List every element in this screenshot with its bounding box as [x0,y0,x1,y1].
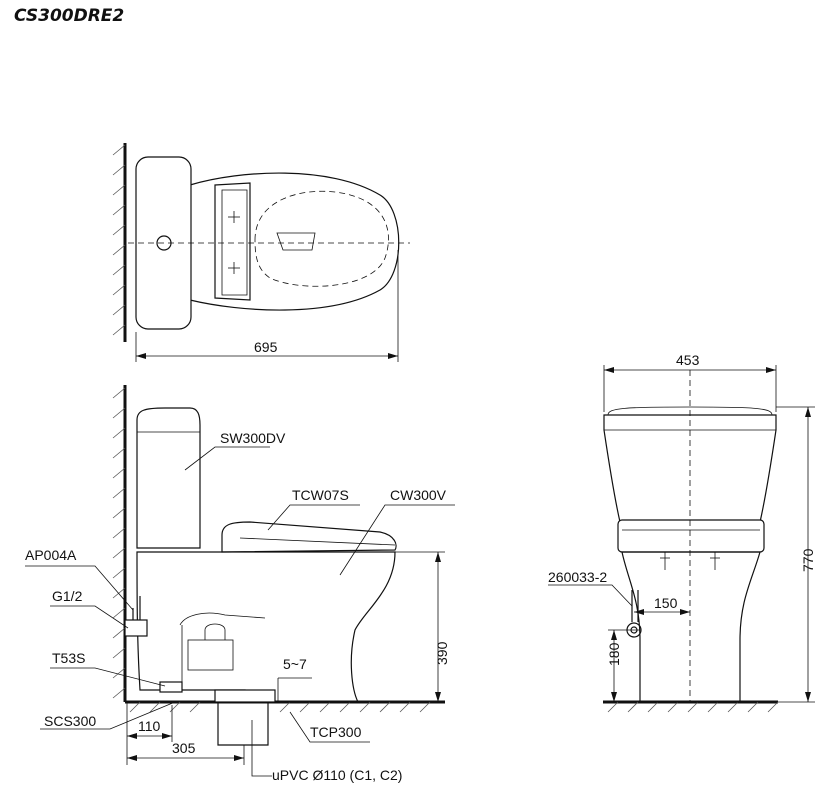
front-hinge-bolts [660,552,720,570]
label-hose: 260033-2 [548,569,607,585]
dim-pipe-offset: 150 [654,595,678,611]
side-bowl [136,551,396,703]
dim-gap: 5~7 [283,656,307,672]
label-thread: G1/2 [52,588,83,604]
leader-bolt [40,701,176,730]
leader-pipe [251,720,272,777]
side-tank [136,407,201,549]
label-pipe: uPVC Ø110 (C1, C2) [272,767,402,783]
label-seat: TCW07S [292,487,349,503]
label-flange: T53S [52,650,85,666]
label-bowl: CW300V [390,487,447,503]
front-view [548,365,815,713]
front-floor-hatch [607,701,779,713]
top-seat-inner [254,190,389,287]
dim-rim-height: 390 [434,641,450,665]
label-outlet: TCP300 [310,724,362,740]
side-view-wall-hatch [112,387,126,699]
side-pipe [217,702,269,746]
top-view-wall-hatch [112,144,126,336]
label-bolt: SCS300 [44,713,96,729]
dim-top-length: 695 [254,339,278,355]
top-outlet-shape [276,232,316,251]
top-hinge-box [214,182,251,301]
leader-flange [50,667,166,687]
leader-thread [50,605,129,629]
side-angle-valve [124,596,148,637]
leader-tank [184,446,270,471]
top-view [112,143,410,362]
top-hinge-marks [228,211,240,274]
dim-pipe-height: 180 [606,642,622,666]
leader-outlet [289,711,370,743]
side-seat [221,521,397,553]
label-tank: SW300DV [220,430,286,446]
dim-rough-in: 305 [172,740,196,756]
leader-seat [267,504,360,531]
leader-hose [548,584,633,607]
front-bowl [621,551,761,703]
label-angle-valve: AP004A [25,547,77,563]
dim-side-width: 453 [676,352,700,368]
dim-total-height: 770 [800,548,816,572]
dim-supply-offset: 110 [138,718,161,734]
side-view [25,385,455,777]
side-flange [159,681,183,693]
side-outlet-collar [214,689,276,703]
leader-bowl [339,504,455,576]
top-bowl-outline [189,172,400,311]
model-title: CS300DRE2 [14,6,125,26]
leader-angle-valve [25,565,134,611]
front-seat [617,519,765,553]
